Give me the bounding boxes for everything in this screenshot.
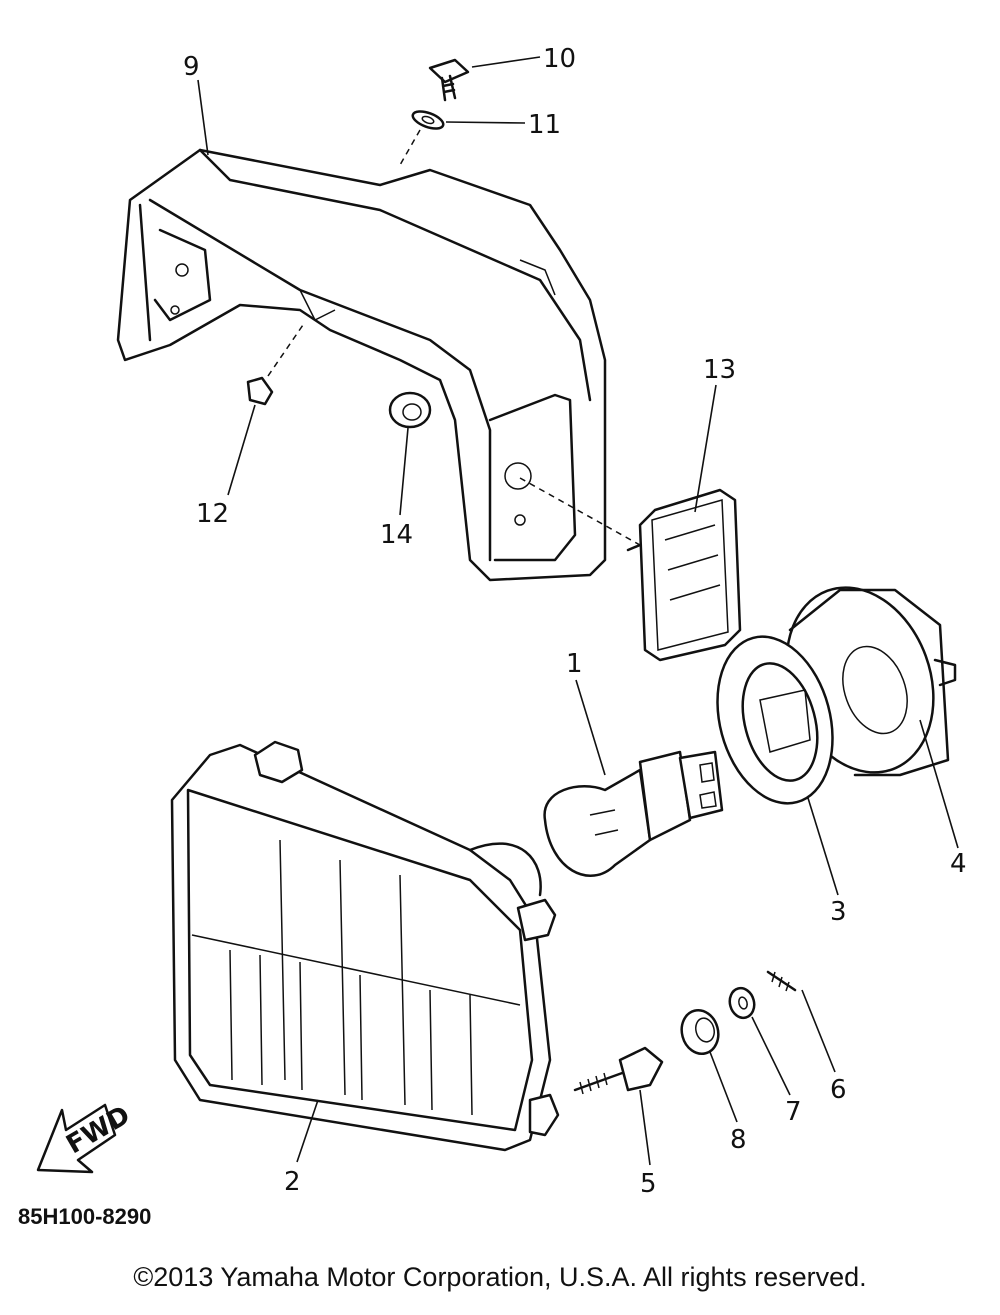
- reflector-drawing: [626, 488, 742, 662]
- grommet-12-drawing: [246, 376, 274, 406]
- adjusting-screw-drawing: [573, 1046, 664, 1095]
- part-label-1: 1: [566, 649, 583, 679]
- screw-drawing: [766, 970, 797, 992]
- diagram-code: 85H100-8290: [18, 1204, 152, 1229]
- part-label-10: 10: [543, 44, 576, 74]
- part-label-13: 13: [703, 355, 736, 385]
- part-label-14: 14: [380, 520, 413, 550]
- collar-drawing: [411, 110, 445, 130]
- bulb-drawing: [543, 750, 724, 877]
- part-label-11: 11: [528, 110, 561, 140]
- part-label-9: 9: [183, 52, 200, 82]
- washer-drawing: [728, 986, 756, 1020]
- part-labels: 9 10 11 12 14 13 1 3 4 6 7 8 5 2: [183, 44, 967, 1199]
- retainer-ring-drawing: [716, 635, 834, 805]
- part-label-8: 8: [730, 1125, 747, 1155]
- headlight-cover-drawing: [116, 148, 607, 582]
- part-label-4: 4: [950, 849, 967, 879]
- part-label-3: 3: [830, 897, 847, 927]
- spacer-drawing: [680, 1008, 720, 1056]
- part-label-2: 2: [284, 1167, 301, 1197]
- bolt-drawing: [428, 58, 470, 102]
- part-label-12: 12: [196, 499, 229, 529]
- part-label-5: 5: [640, 1169, 657, 1199]
- grommet-14-drawing: [388, 391, 432, 429]
- part-label-7: 7: [785, 1097, 802, 1127]
- fwd-arrow-icon: FWD: [36, 1100, 135, 1174]
- part-label-6: 6: [830, 1075, 847, 1105]
- leader-lines: [197, 56, 959, 1166]
- headlight-unit-drawing: [170, 740, 560, 1152]
- copyright-notice: ©2013 Yamaha Motor Corporation, U.S.A. A…: [133, 1262, 867, 1292]
